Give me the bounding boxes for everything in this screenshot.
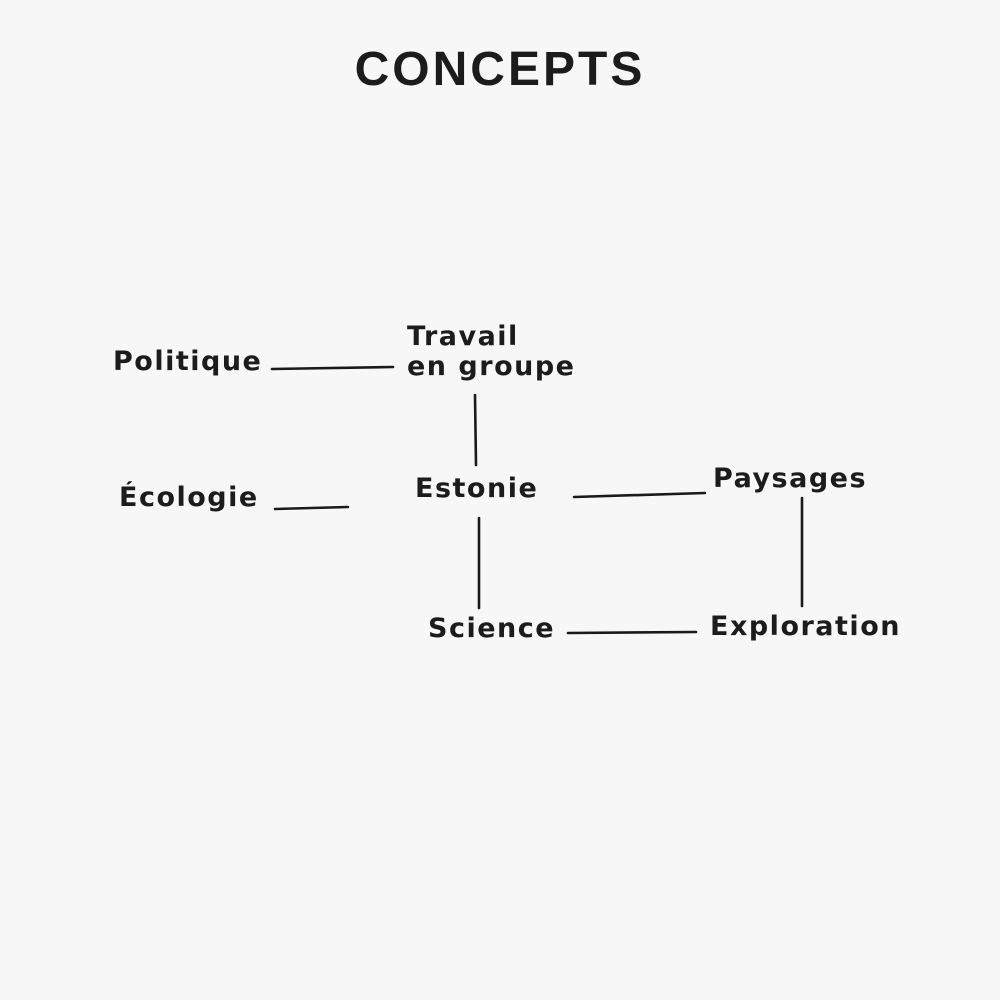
- node-exploration: Exploration: [710, 611, 901, 642]
- edge-politique-travail: [270, 365, 395, 371]
- node-travail-line-2: en groupe: [407, 351, 576, 382]
- edge-science-exploration: [566, 630, 698, 635]
- node-travail-line-1: Travail: [407, 321, 519, 352]
- edge-estonie-paysages: [572, 491, 707, 499]
- edge-ecologie-estonie: [273, 505, 350, 511]
- node-science: Science: [428, 613, 556, 644]
- node-paysages: Paysages: [713, 463, 868, 494]
- node-politique: Politique: [113, 346, 263, 377]
- node-ecologie: Écologie: [119, 482, 259, 513]
- node-travail-en-groupe: Travail en groupe: [407, 322, 576, 382]
- page-title: CONCEPTS: [354, 43, 646, 96]
- edge-travail-estonie: [473, 393, 478, 467]
- node-estonie: Estonie: [415, 473, 539, 504]
